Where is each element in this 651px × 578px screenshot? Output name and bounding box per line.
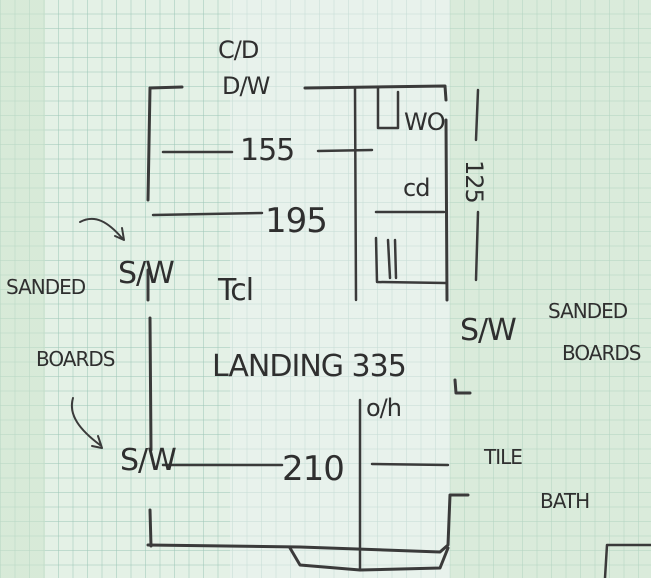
cupboard-handles	[386, 238, 398, 280]
arrow-left-upper	[79, 217, 123, 239]
label-fridge: WO	[404, 108, 445, 136]
label-width-195: 195	[265, 201, 327, 241]
label-top-line2: D/W	[222, 72, 270, 100]
partition-wall	[353, 86, 358, 302]
arrow-left-lower	[70, 397, 101, 446]
arrowhead-left-lower	[91, 435, 103, 449]
arrowhead-left-upper	[114, 227, 125, 241]
label-tile-2: BATH	[540, 489, 589, 513]
label-cupboard-depth: 125	[460, 160, 488, 203]
wall-right-upper	[444, 118, 449, 302]
label-sw-left-lower: S/W	[120, 443, 176, 478]
label-tile-1: TILE	[483, 445, 522, 469]
interior-lines	[151, 86, 651, 578]
label-drain-right-2: BOARDS	[562, 341, 641, 365]
dim-line-210	[161, 462, 450, 467]
wall-bottom	[146, 493, 470, 554]
label-room-length: LANDING 335	[212, 349, 406, 384]
wall-left-bottom	[148, 508, 153, 548]
label-drain-left-1: SANDED	[6, 275, 86, 299]
label-width-155: 155	[240, 133, 294, 168]
label-oven: Tcl	[217, 273, 253, 308]
fridge-box	[376, 86, 400, 130]
label-width-210: 210	[282, 449, 344, 489]
walls	[146, 84, 472, 572]
label-sw-right: S/W	[460, 313, 516, 348]
arrows	[70, 217, 125, 449]
dim-line-125	[474, 88, 480, 282]
cupboard-outline	[374, 236, 448, 285]
wall-right-step	[453, 378, 472, 395]
label-drain-left-2: BOARDS	[36, 347, 115, 371]
label-drain-right-1: SANDED	[548, 299, 628, 323]
wall-top-right	[303, 84, 448, 102]
label-sw-left-upper: S/W	[118, 256, 174, 291]
dim-line-155	[161, 148, 374, 154]
dim-line-195	[151, 211, 264, 217]
label-cupboard: cd	[403, 174, 429, 202]
label-stair: o/h	[366, 394, 401, 422]
wall-top-left-stub	[148, 85, 184, 90]
wall-left-upper	[146, 86, 152, 202]
adjacent-room-corner	[603, 543, 651, 578]
label-top-line1: C/D	[218, 36, 259, 64]
wall-left-lower	[148, 316, 153, 452]
